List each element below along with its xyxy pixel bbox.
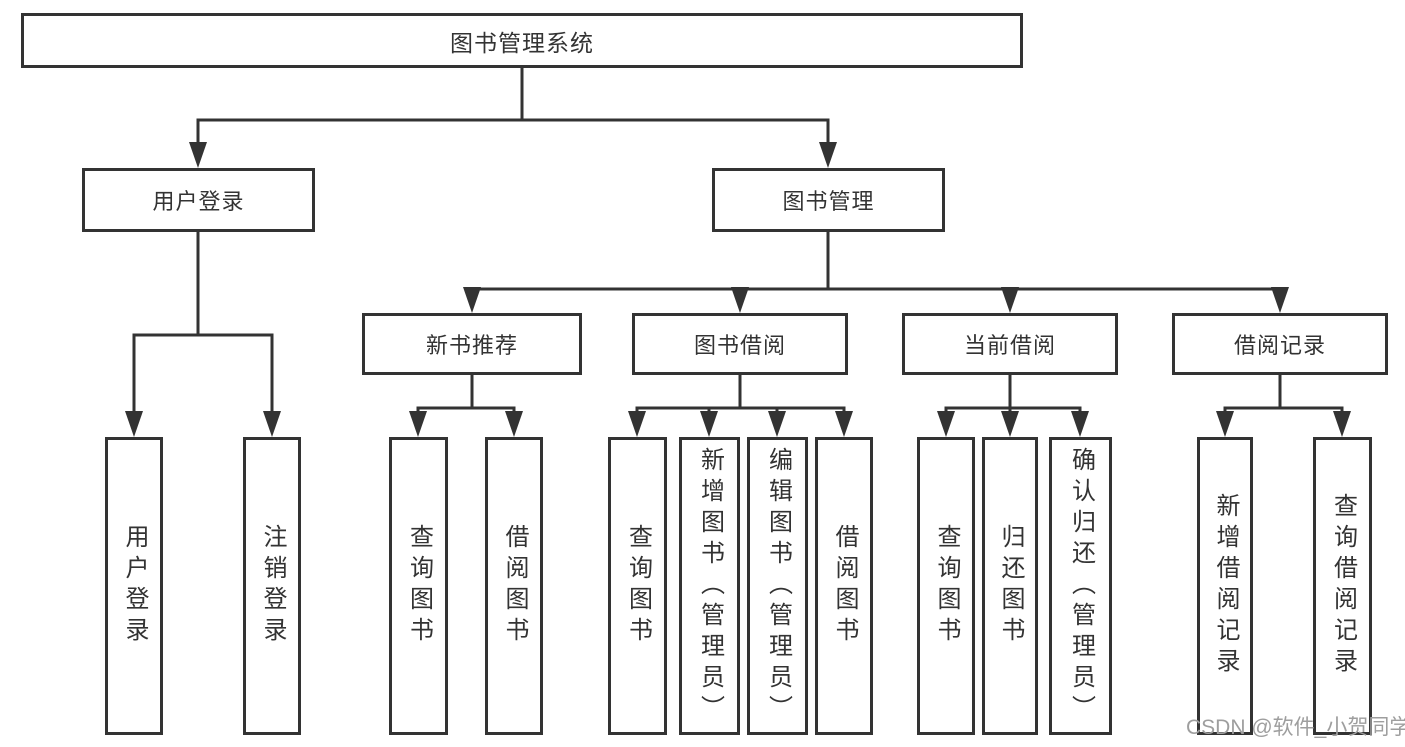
node-leaf-query-books-recommend: 查询图书 xyxy=(389,437,448,735)
node-leaf-logout: 注销登录 xyxy=(243,437,301,735)
node-book-management-module: 图书管理 xyxy=(712,168,945,232)
node-leaf-query-borrow-record: 查询借阅记录 xyxy=(1313,437,1372,735)
node-leaf-edit-books-admin: 编辑图书（管理员） xyxy=(747,437,808,735)
node-root-system: 图书管理系统 xyxy=(21,13,1023,68)
node-leaf-add-borrow-record: 新增借阅记录 xyxy=(1197,437,1253,735)
node-new-book-recommend: 新书推荐 xyxy=(362,313,582,375)
node-leaf-return-books: 归还图书 xyxy=(982,437,1038,735)
node-leaf-confirm-return-admin: 确认归还（管理员） xyxy=(1049,437,1112,735)
node-leaf-query-books-current: 查询图书 xyxy=(917,437,975,735)
csdn-watermark: CSDN @软件_小贺同学 xyxy=(1186,716,1405,739)
node-user-login-module: 用户登录 xyxy=(82,168,315,232)
node-book-borrowing: 图书借阅 xyxy=(632,313,848,375)
node-current-borrowing: 当前借阅 xyxy=(902,313,1118,375)
node-leaf-borrow-books-recommend: 借阅图书 xyxy=(485,437,543,735)
node-leaf-borrow-books-borrowing: 借阅图书 xyxy=(815,437,873,735)
node-leaf-query-books-borrowing: 查询图书 xyxy=(608,437,667,735)
node-borrowing-records: 借阅记录 xyxy=(1172,313,1388,375)
node-leaf-add-books-admin: 新增图书（管理员） xyxy=(679,437,740,735)
node-leaf-user-login: 用户登录 xyxy=(105,437,163,735)
